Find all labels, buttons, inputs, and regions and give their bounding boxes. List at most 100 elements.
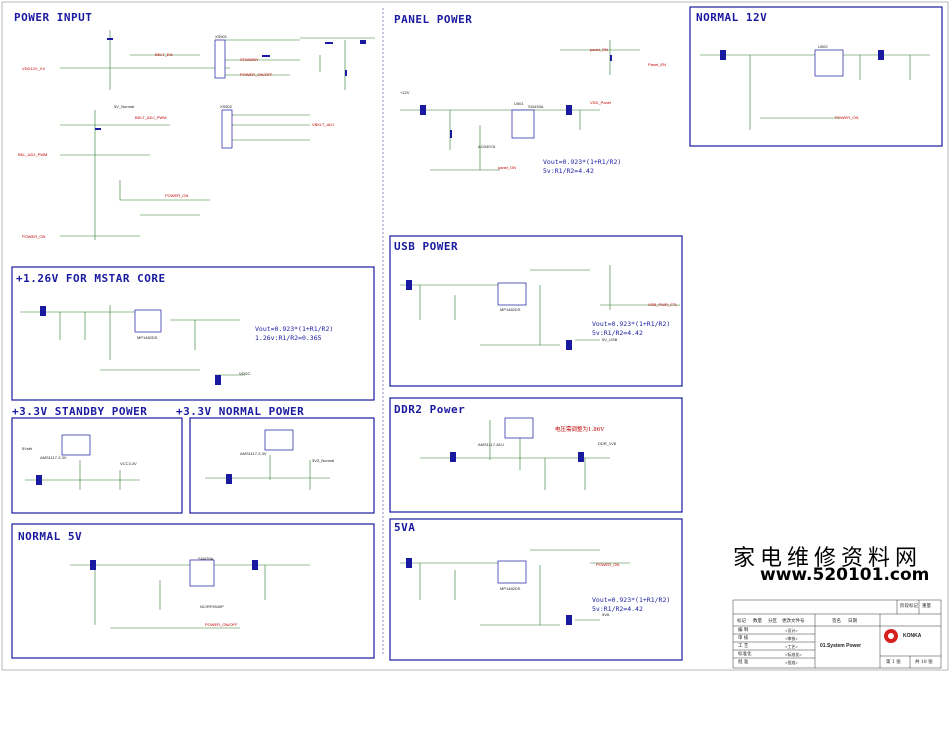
net-power-on: POWER_ON bbox=[165, 193, 189, 198]
net-vcc-33: VCC3.3V bbox=[120, 461, 137, 466]
net-vddc: VDDC bbox=[239, 371, 251, 376]
tb-brand: KONKA bbox=[903, 633, 922, 639]
ic-ams1117-stb bbox=[61, 434, 91, 456]
frame-ddr2 bbox=[389, 397, 683, 513]
tb-row-std: 标准化 bbox=[738, 652, 752, 657]
net-5v-usb: 5V_USB bbox=[602, 337, 618, 342]
ref-u501: U501 bbox=[514, 101, 524, 106]
tb-stage: 阶段标记 bbox=[900, 604, 918, 609]
section-title-ddr2: DDR2 Power bbox=[394, 403, 466, 416]
ic-ams1117-ddr bbox=[504, 417, 534, 439]
tb-val-check: <审核> bbox=[785, 636, 798, 641]
note-panel-vout: Vout=0.923*(1+R1/R2) 5v:R1/R2=4.42 bbox=[543, 158, 622, 175]
connector-xs502 bbox=[221, 109, 233, 149]
tb-row-design: 编 制 bbox=[738, 628, 749, 633]
tb-title: 01.System Power bbox=[820, 643, 862, 649]
ref-si4435-5v: SI4435A bbox=[198, 556, 214, 561]
frame-mstar-core bbox=[11, 266, 375, 401]
note-usb-vout: Vout=0.923*(1+R1/R2) 5v:R1/R2=4.42 bbox=[592, 320, 671, 337]
ref-mp1482-core: MP1482DS bbox=[137, 335, 158, 340]
connector-xs501 bbox=[214, 39, 226, 79]
ic-ams1117-normal bbox=[264, 429, 294, 451]
tb-val-std: <标准化> bbox=[785, 652, 802, 657]
net-panel-on-2: panel_ON bbox=[498, 165, 517, 170]
section-title-usb-power: USB POWER bbox=[394, 240, 459, 253]
wires-33 bbox=[25, 455, 330, 490]
ic-mp1482-usb bbox=[497, 282, 527, 306]
sheet-border bbox=[1, 1, 949, 671]
ref-si4435-panel: SI4435A bbox=[528, 104, 544, 109]
net-5va-power-on: POWER_ON bbox=[596, 562, 620, 567]
watermark-url: www.520101.com bbox=[760, 565, 930, 585]
tb-hdr-zone: 分区 bbox=[768, 619, 777, 624]
net-5v-stb: 5Vstb bbox=[22, 446, 33, 451]
net-12v: +12V bbox=[400, 90, 410, 95]
passives bbox=[36, 38, 884, 625]
ref-mp1482-usb: MP1482DS bbox=[500, 307, 521, 312]
watermark-cn: 家电维修资料网 bbox=[733, 546, 923, 571]
net-3v3-normal: 3V3_Normal bbox=[312, 458, 335, 463]
tb-val-design: <设计> bbox=[785, 628, 798, 633]
ref-ams1117-normal: AMS1117-3.3V bbox=[240, 451, 267, 456]
net-power-onoff: POWER_ON/OFF bbox=[240, 72, 273, 77]
section-title-normal-5v: NORMAL 5V bbox=[18, 530, 83, 543]
ref-mp1482-5va: MP1482DS bbox=[500, 586, 521, 591]
ref-xs501: XS501 bbox=[215, 34, 228, 39]
tb-hdr-mark: 标记 bbox=[737, 619, 746, 624]
net-vdd-panel: VDD_Panel bbox=[590, 100, 611, 105]
ref-u502: U502 bbox=[818, 44, 828, 49]
net-panel-on: panel_ON bbox=[590, 47, 609, 52]
net-panel-en: Panel_EN bbox=[648, 62, 667, 67]
tb-val-approve: <批准> bbox=[785, 660, 798, 665]
net-5v-power-on: POWER_ON/OFF bbox=[205, 622, 238, 627]
section-title-normal-33: +3.3V NORMAL POWER bbox=[176, 405, 305, 418]
net-12v-power-on: POWER_ON bbox=[835, 115, 859, 120]
section-title-mstar-core: +1.26V FOR MSTAR CORE bbox=[16, 272, 166, 285]
frame-usb-power bbox=[389, 235, 683, 387]
ref-ams1117-stb: AMS1117-3.3V bbox=[40, 455, 67, 460]
tb-row-process: 工 艺 bbox=[738, 644, 749, 649]
ic-12v-switch bbox=[814, 49, 844, 77]
tb-row-approve: 批 准 bbox=[738, 660, 749, 665]
net-bklt-adj-pwm: BKLT_ADJ_PWM bbox=[135, 115, 167, 120]
tb-weight: 重量 bbox=[922, 604, 931, 609]
net-bklt-en: BKLT_EN bbox=[155, 52, 173, 57]
tb-hdr-date: 日期 bbox=[848, 619, 857, 624]
frame-standby-33 bbox=[11, 417, 183, 514]
note-core-vout: Vout=0.923*(1+R1/R2) 1.26v:R1/R2=0.365 bbox=[255, 325, 334, 342]
net-vdd-12v: VDD12V_XX bbox=[22, 66, 46, 71]
section-title-power-input: POWER INPUT bbox=[14, 11, 93, 24]
net-ddr-1v8: DDR_1V8 bbox=[598, 441, 617, 446]
ic-u501-si4435 bbox=[511, 109, 535, 139]
wires-usb bbox=[400, 265, 680, 346]
net-bkl-adj-pwm: BKL_ADJ_PWM bbox=[18, 152, 48, 157]
frame-normal-5v bbox=[11, 523, 375, 659]
tb-hdr-sign: 签名 bbox=[832, 619, 841, 624]
title-block-grid bbox=[732, 599, 942, 669]
ic-symbols bbox=[61, 39, 844, 587]
section-title-normal-12v: NORMAL 12V bbox=[696, 11, 768, 24]
net-usb-pwr-ctl: USB_PWR_CTL bbox=[648, 302, 678, 307]
net-5va: 5VA bbox=[602, 612, 610, 617]
tb-hdr-count: 数量 bbox=[753, 619, 762, 624]
section-title-standby-33: +3.3V STANDBY POWER bbox=[12, 405, 148, 418]
ref-ams1117-ddr: AMS1117-ADJ bbox=[478, 442, 504, 447]
ref-xs502: XS502 bbox=[220, 104, 233, 109]
tb-sheet: 第 1 张 bbox=[886, 660, 901, 665]
konka-logo-icon bbox=[884, 629, 898, 643]
net-vbklt-adj: VBKLT_ADJ bbox=[312, 122, 335, 127]
ref-ao3407a: AO3407A bbox=[478, 144, 496, 149]
tb-row-check: 审 核 bbox=[738, 636, 749, 641]
section-title-panel-power: PANEL POWER bbox=[394, 13, 473, 26]
frame-normal-33 bbox=[189, 417, 375, 514]
wires-power-input bbox=[60, 30, 375, 240]
net-5v-normal: 5V_Normal bbox=[114, 104, 135, 109]
ref-mos-5v: NC/RF9540P bbox=[200, 604, 224, 609]
frame-normal-12v bbox=[689, 6, 943, 147]
ic-mp1482-5va bbox=[497, 560, 527, 584]
ic-mp1482-core bbox=[134, 309, 162, 333]
tb-hdr-docno: 更改文件号 bbox=[782, 619, 805, 624]
note-5va-vout: Vout=0.923*(1+R1/R2) 5v:R1/R2=4.42 bbox=[592, 596, 671, 613]
note-ddr-voltage: 电压需调整为1.86V bbox=[555, 427, 605, 433]
